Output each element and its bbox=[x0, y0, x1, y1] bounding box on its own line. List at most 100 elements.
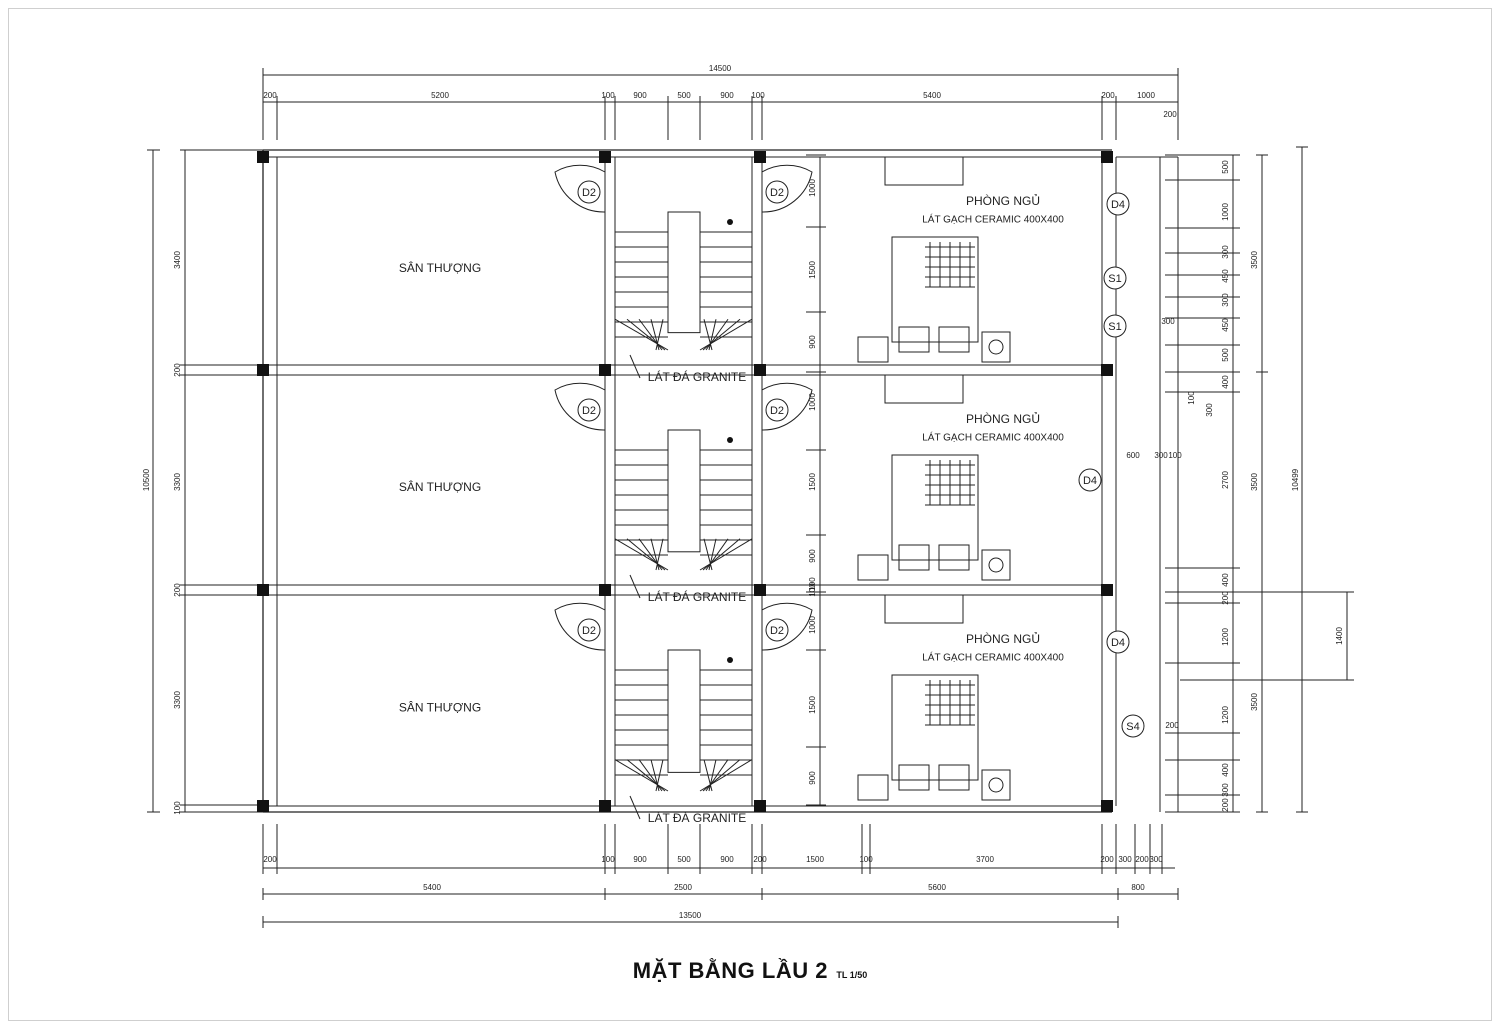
dim-right-overall: 10499 bbox=[1291, 468, 1300, 491]
door-d4-tag-label: D4 bbox=[1111, 199, 1125, 211]
dim-left-seg: 100 bbox=[173, 801, 182, 815]
lamp-icon bbox=[988, 777, 1004, 793]
dim-bottom-seg2: 5600 bbox=[928, 883, 946, 892]
column bbox=[754, 584, 766, 596]
dim-misc: 100 bbox=[1187, 391, 1196, 405]
dim-top-seg: 5400 bbox=[923, 91, 941, 100]
bed-outline bbox=[891, 236, 979, 343]
dim-stair: 1500 bbox=[808, 261, 817, 279]
door-d2-right-tag-label: D2 bbox=[770, 625, 784, 637]
column bbox=[754, 364, 766, 376]
dim-top-seg: 200 bbox=[263, 91, 277, 100]
dim-bottom-seg: 200 bbox=[263, 855, 277, 864]
dim-bottom-seg: 3700 bbox=[976, 855, 994, 864]
stair-winder bbox=[650, 319, 660, 351]
dim-left-seg: 200 bbox=[173, 363, 182, 377]
dim-top-seg: 200 bbox=[1101, 91, 1115, 100]
door-d2-left-tag-circle bbox=[577, 398, 601, 422]
dim-misc: 600 bbox=[1126, 451, 1140, 460]
dim-right-seg: 300 bbox=[1221, 783, 1230, 797]
dim-misc: 200 bbox=[1165, 721, 1179, 730]
dim-right-seg: 1000 bbox=[1221, 203, 1230, 221]
dim-right-seg: 200 bbox=[1221, 798, 1230, 812]
dim-top-seg: 900 bbox=[633, 91, 647, 100]
dim-stair: 900 bbox=[808, 335, 817, 349]
leader-line bbox=[629, 574, 641, 599]
door-d2-right-tag-circle bbox=[765, 180, 789, 204]
stair-winder bbox=[655, 538, 664, 571]
dim-top-seg: 1000 bbox=[1137, 91, 1155, 100]
dim-bottom-seg2: 2500 bbox=[674, 883, 692, 892]
dim-bottom-seg: 200 bbox=[1100, 855, 1114, 864]
column bbox=[257, 151, 269, 163]
door-swing bbox=[761, 382, 813, 431]
nightstand bbox=[981, 331, 1011, 363]
room-name: PHÒNG NGỦ bbox=[966, 411, 1040, 426]
stair-winder bbox=[705, 538, 729, 571]
bed-outline bbox=[891, 674, 979, 781]
dim-stair: 900 bbox=[808, 771, 817, 785]
dim-right-seg: 400 bbox=[1221, 763, 1230, 777]
pillow bbox=[898, 764, 930, 791]
door-d2-left-tag-circle bbox=[577, 180, 601, 204]
door-d4-tag-circle bbox=[1106, 630, 1130, 654]
dim-right-seg: 400 bbox=[1221, 573, 1230, 587]
dim-right-seg: 200 bbox=[1221, 591, 1230, 605]
stair-winder bbox=[702, 538, 741, 571]
dim-bottom-seg: 200 bbox=[753, 855, 767, 864]
dim-left-seg: 3300 bbox=[173, 473, 182, 491]
door-d2-left-tag-label: D2 bbox=[582, 187, 596, 199]
column bbox=[599, 584, 611, 596]
column bbox=[257, 364, 269, 376]
column bbox=[754, 151, 766, 163]
dim-right-3500: 3500 bbox=[1250, 473, 1259, 491]
wardrobe bbox=[884, 594, 964, 624]
column bbox=[599, 800, 611, 812]
dim-bottom-seg: 300 bbox=[1149, 855, 1163, 864]
dim-misc: 300 bbox=[1205, 403, 1214, 417]
terrace-label: SÂN THƯỢNG bbox=[399, 479, 481, 494]
door-swing bbox=[554, 382, 606, 431]
dim-left-overall: 10500 bbox=[142, 468, 151, 491]
wardrobe bbox=[884, 374, 964, 404]
stair-floor-label: LÁT ĐÁ GRANITE bbox=[648, 589, 746, 604]
dim-stair: 1000 bbox=[808, 393, 817, 411]
door-d4-tag-label: D4 bbox=[1083, 475, 1097, 487]
stair-post bbox=[727, 437, 733, 443]
stair-winder bbox=[655, 759, 664, 792]
bed-outline bbox=[891, 454, 979, 561]
dim-misc: 300 bbox=[1161, 317, 1175, 326]
drawing-title: MẶT BẰNG LẦU 2 bbox=[632, 958, 828, 983]
stair-winder bbox=[708, 319, 717, 351]
side-table bbox=[857, 774, 889, 801]
column bbox=[1101, 151, 1113, 163]
window-s1-tag-circle bbox=[1103, 314, 1127, 338]
nightstand bbox=[981, 769, 1011, 801]
dim-top-seg: 100 bbox=[601, 91, 615, 100]
nightstand bbox=[981, 549, 1011, 581]
dim-misc: 100 bbox=[1168, 451, 1182, 460]
stair-winder bbox=[702, 318, 741, 351]
door-d4-tag-circle bbox=[1078, 468, 1102, 492]
floor-finish: LÁT GẠCH CERAMIC 400X400 bbox=[922, 213, 1064, 226]
dim-bottom-seg: 200 bbox=[1135, 855, 1149, 864]
stair-winder bbox=[708, 538, 717, 571]
door-swing bbox=[761, 602, 813, 651]
side-table bbox=[857, 554, 889, 581]
window-s4-tag-label: S4 bbox=[1126, 721, 1139, 733]
door-swing bbox=[554, 602, 606, 651]
stair-winder bbox=[655, 319, 664, 351]
dim-bottom-seg: 100 bbox=[601, 855, 615, 864]
door-swing bbox=[554, 164, 606, 213]
dim-right-seg: 500 bbox=[1221, 348, 1230, 362]
dim-right-seg: 400 bbox=[1221, 375, 1230, 389]
dim-misc: 300 bbox=[1154, 451, 1168, 460]
sheet-border bbox=[8, 8, 1492, 1021]
window-s1-tag-label: S1 bbox=[1108, 273, 1121, 285]
dim-right-seg: 500 bbox=[1221, 160, 1230, 174]
floor-finish: LÁT GẠCH CERAMIC 400X400 bbox=[922, 431, 1064, 444]
dim-right-3500: 3500 bbox=[1250, 251, 1259, 269]
column bbox=[257, 800, 269, 812]
dim-right-seg: 1200 bbox=[1221, 628, 1230, 646]
